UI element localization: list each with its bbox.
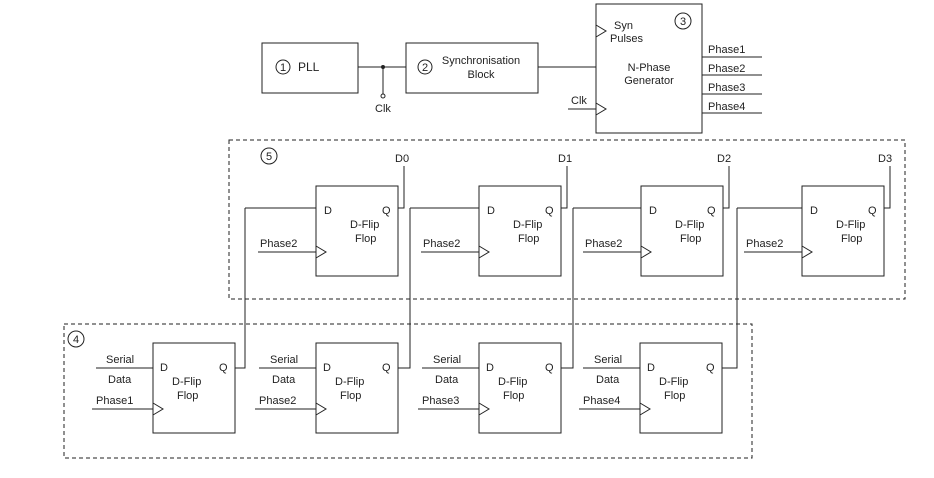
group-4-flipflop-3: D Q D-Flip Flop Serial Data Phase3 [418,208,574,434]
ff-d-label: D [323,362,331,374]
ff-label-line2: Flop [680,233,701,245]
output-d1: D1 [558,153,572,165]
ff-q-label: Q [707,205,716,217]
syn-label-line2: Pulses [610,33,644,45]
ff-clock-label: Phase2 [260,238,297,250]
serial-data-line1: Serial [270,354,298,366]
synchronisation-block: 2 Synchronisation Block [405,42,539,94]
ff-clock-label: Phase2 [423,238,460,250]
ff-label-line2: Flop [503,390,524,402]
ff-clock-label: Phase1 [96,395,133,407]
ff-d-label: D [649,205,657,217]
serial-data-line2: Data [272,374,296,386]
serial-data-line1: Serial [106,354,134,366]
phase-output-4: Phase4 [708,101,745,113]
serial-data-line1: Serial [594,354,622,366]
group-5-boundary [228,139,906,300]
sync-label-line2: Block [468,69,495,81]
group-5-flipflop-1: D Q D-Flip Flop Phase2 D0 [245,153,409,277]
ff-q-label: Q [545,362,554,374]
group-4-number: 4 [73,334,79,346]
ff-label-line2: Flop [355,233,376,245]
clk-tap-label: Clk [375,103,391,115]
pll-number: 1 [280,62,286,74]
group-4-flipflop-1: D Q D-Flip Flop Serial Data Phase1 [92,208,246,434]
ff-q-label: Q [382,205,391,217]
ff-d-label: D [324,205,332,217]
generator-clk-label: Clk [571,95,587,107]
output-d0: D0 [395,153,409,165]
ff-label-line2: Flop [340,390,361,402]
ff-q-label: Q [868,205,877,217]
output-d2: D2 [717,153,731,165]
ff-label-line2: Flop [841,233,862,245]
sync-number: 2 [422,62,428,74]
ff-label-line2: Flop [664,390,685,402]
ff-label-line2: Flop [518,233,539,245]
ff-clock-label: Phase2 [746,238,783,250]
ff-label-line1: D-Flip [513,219,542,231]
sync-label-line1: Synchronisation [442,55,520,67]
ff-d-label: D [647,362,655,374]
ff-d-label: D [486,362,494,374]
ff-clock-label: Phase4 [583,395,620,407]
output-d3: D3 [878,153,892,165]
group-5-flipflop-3: D Q D-Flip Flop Phase2 D2 [573,153,731,277]
clk-tap: Clk [358,65,406,115]
serial-data-line2: Data [108,374,132,386]
ff-clock-label: Phase2 [259,395,296,407]
serial-data-line1: Serial [433,354,461,366]
group-4-flipflop-2: D Q D-Flip Flop Serial Data Phase2 [255,208,411,434]
serial-data-line2: Data [596,374,620,386]
ff-label-line1: D-Flip [172,376,201,388]
ff-clock-label: Phase2 [585,238,622,250]
ff-label-line1: D-Flip [335,376,364,388]
group-5-flipflop-4: D Q D-Flip Flop Phase2 D3 [737,153,892,277]
generator-label-line2: Generator [624,75,674,87]
ff-d-label: D [810,205,818,217]
ff-label-line1: D-Flip [675,219,704,231]
ff-label-line1: D-Flip [659,376,688,388]
pll-block: 1 PLL [261,42,359,94]
phase-output-3: Phase3 [708,82,745,94]
generator-number: 3 [680,16,686,28]
syn-label-line1: Syn [614,20,633,32]
ff-q-label: Q [382,362,391,374]
pll-label: PLL [298,60,320,74]
ff-q-label: Q [706,362,715,374]
ff-label-line2: Flop [177,390,198,402]
group-5-flipflop-2: D Q D-Flip Flop Phase2 D1 [410,153,572,277]
ff-label-line1: D-Flip [350,219,379,231]
generator-label-line1: N-Phase [628,62,671,74]
ff-q-label: Q [545,205,554,217]
group-4-boundary [63,323,753,459]
n-phase-generator: Syn Pulses 3 N-Phase Generator Clk Phase… [568,3,762,134]
serial-data-line2: Data [435,374,459,386]
phase-output-2: Phase2 [708,63,745,75]
ff-label-line1: D-Flip [498,376,527,388]
group-4-flipflop-4: D Q D-Flip Flop Serial Data Phase4 [579,208,738,434]
ff-q-label: Q [219,362,228,374]
ff-d-label: D [160,362,168,374]
group-5-number: 5 [266,151,272,163]
ff-clock-label: Phase3 [422,395,459,407]
ff-label-line1: D-Flip [836,219,865,231]
ff-d-label: D [487,205,495,217]
phase-output-1: Phase1 [708,44,745,56]
